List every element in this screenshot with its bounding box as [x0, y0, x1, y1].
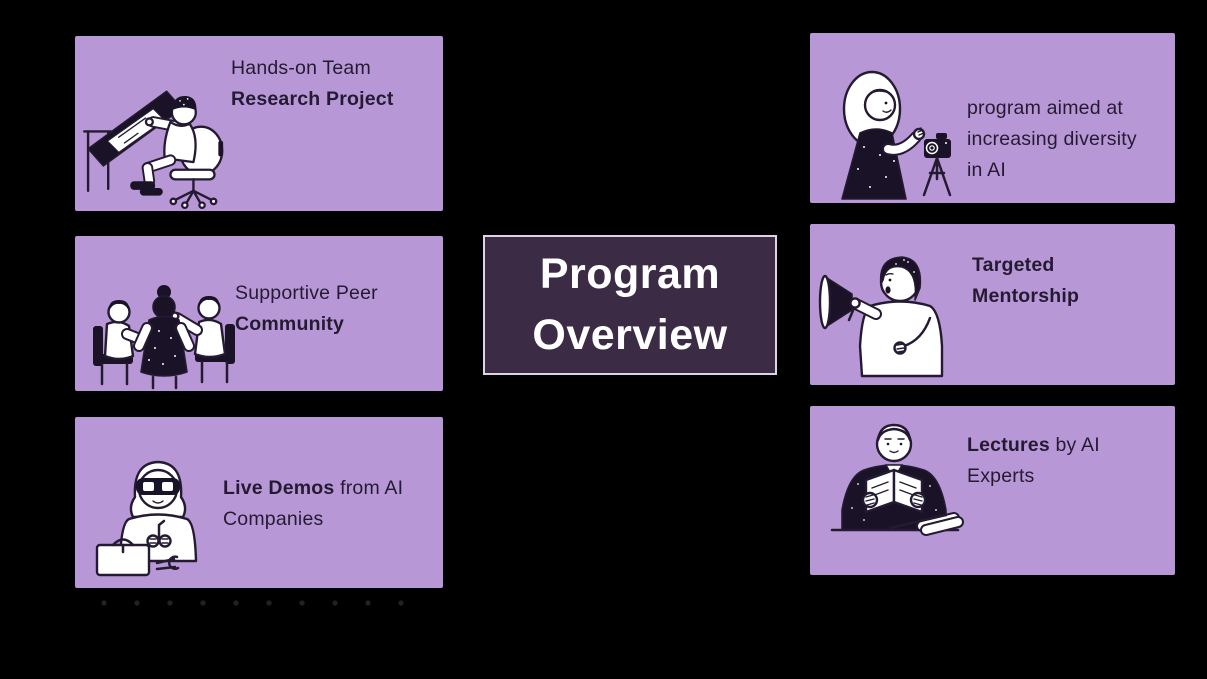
card-peer-community-text: Supportive Peer Community: [235, 278, 378, 340]
card-live-demos-text: Live Demos from AI Companies: [223, 473, 403, 535]
text-line: Supportive Peer: [235, 282, 378, 304]
text-line: Live Demos from AI: [223, 477, 404, 499]
text-line: Companies: [223, 508, 324, 530]
card-peer-community: Supportive Peer Community: [75, 236, 443, 391]
text-line: Research Project: [231, 88, 394, 110]
text-line: Lectures by AI: [967, 434, 1100, 456]
card-research-project-text: Hands-on Team Research Project: [231, 53, 394, 115]
man-reading-book-illustration: [830, 423, 964, 536]
faded-dotted-divider: [100, 599, 410, 607]
title-line-1: Program: [539, 250, 721, 298]
card-diversity-program: program aimed at increasing diversity in…: [810, 33, 1175, 203]
text-line: Hands-on Team: [231, 57, 371, 79]
card-targeted-mentorship-text: Targeted Mentorship: [972, 250, 1079, 312]
person-at-drafting-table-illustration: [83, 90, 224, 210]
card-lectures: Lectures by AI Experts: [810, 406, 1175, 575]
card-research-project: Hands-on Team Research Project: [75, 36, 443, 211]
text-line: Experts: [967, 465, 1035, 487]
man-with-megaphone-illustration: [818, 256, 944, 378]
card-lectures-text: Lectures by AI Experts: [967, 430, 1100, 492]
card-live-demos: Live Demos from AI Companies: [75, 417, 443, 588]
group-discussion-illustration: [93, 285, 235, 390]
text-line: in AI: [967, 159, 1006, 181]
text-line: Mentorship: [972, 285, 1080, 307]
card-targeted-mentorship: Targeted Mentorship: [810, 224, 1175, 385]
title-box: Program Overview: [483, 235, 777, 375]
woman-presenting-to-camera-illustration: [841, 70, 952, 200]
text-line: increasing diversity: [967, 128, 1137, 150]
text-line: Targeted: [972, 254, 1055, 276]
card-diversity-program-text: program aimed at increasing diversity in…: [967, 93, 1137, 186]
person-with-goggles-toolbox-illustration: [95, 460, 198, 577]
text-line: Community: [235, 313, 345, 335]
title-line-2: Overview: [532, 311, 728, 359]
text-line: program aimed at: [967, 97, 1124, 119]
